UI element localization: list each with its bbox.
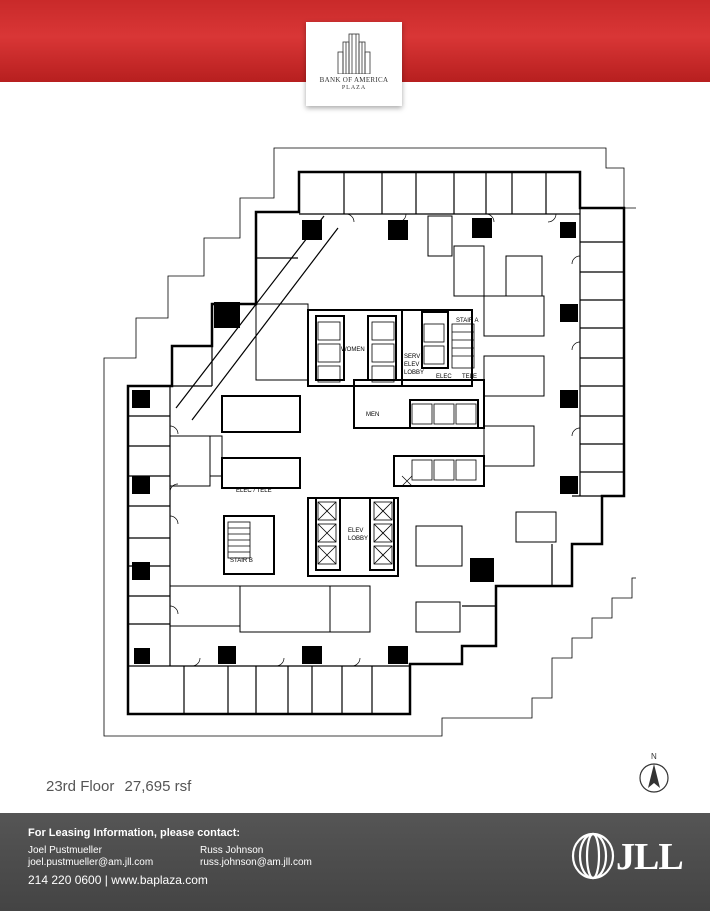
contact1-name: Joel Pustmueller: [28, 845, 102, 856]
floor-area: 27,695 rsf: [124, 778, 192, 795]
tower-logo-icon: [337, 33, 371, 74]
elev-lobby-label-1: ELEV: [348, 528, 363, 534]
stair-b-label: STAIR B: [230, 558, 253, 564]
stair-a-label: STAIR A: [456, 318, 479, 324]
contact2-email[interactable]: russ.johnson@am.jll.com: [200, 857, 312, 868]
north-arrow-icon: N: [639, 752, 669, 793]
jll-logo-icon: [571, 832, 615, 880]
north-label: N: [651, 752, 657, 761]
logo-line-1: BANK OF AMERICA: [319, 76, 389, 84]
phone-website-line[interactable]: 214 220 0600 | www.baplaza.com: [28, 873, 208, 887]
women-label: WOMEN: [341, 347, 365, 353]
serv-elev-lobby-label-2: ELEV: [404, 362, 419, 368]
outer-outline: [103, 147, 636, 737]
floor-name: 23rd Floor: [46, 778, 115, 795]
interior-walls: [169, 215, 557, 633]
elec-tele-label: ELEC / TELE: [236, 488, 272, 494]
footer: For Leasing Information, please contact:…: [0, 813, 710, 911]
perimeter-offices: [128, 172, 624, 714]
building-logo: BANK OF AMERICA PLAZA: [306, 22, 402, 106]
logo-line-2: PLAZA: [341, 85, 367, 91]
contact-heading: For Leasing Information, please contact:: [28, 827, 241, 839]
jll-brand: JLL: [616, 836, 684, 878]
building-perimeter: [126, 170, 626, 716]
men-label: MEN: [366, 412, 379, 418]
contact2-name: Russ Johnson: [200, 845, 264, 856]
serv-elev-lobby-label-1: SERV: [404, 354, 420, 360]
elec-label: ELEC: [436, 374, 452, 380]
floor-plan: WOMEN MEN SERV ELEV LOBBY STAIR A ELEC T…: [103, 147, 636, 737]
structural-columns: [132, 218, 578, 664]
contact1-email[interactable]: joel.pustmueller@am.jll.com: [28, 857, 154, 868]
floor-caption: 23rd Floor 27,695 rsf: [46, 778, 197, 795]
tele-label: TELE: [462, 374, 477, 380]
door-swings: [169, 213, 581, 667]
serv-elev-lobby-label-3: LOBBY: [404, 370, 424, 376]
elevator-cabs: [227, 321, 477, 565]
elev-lobby-label-2: LOBBY: [348, 536, 368, 542]
